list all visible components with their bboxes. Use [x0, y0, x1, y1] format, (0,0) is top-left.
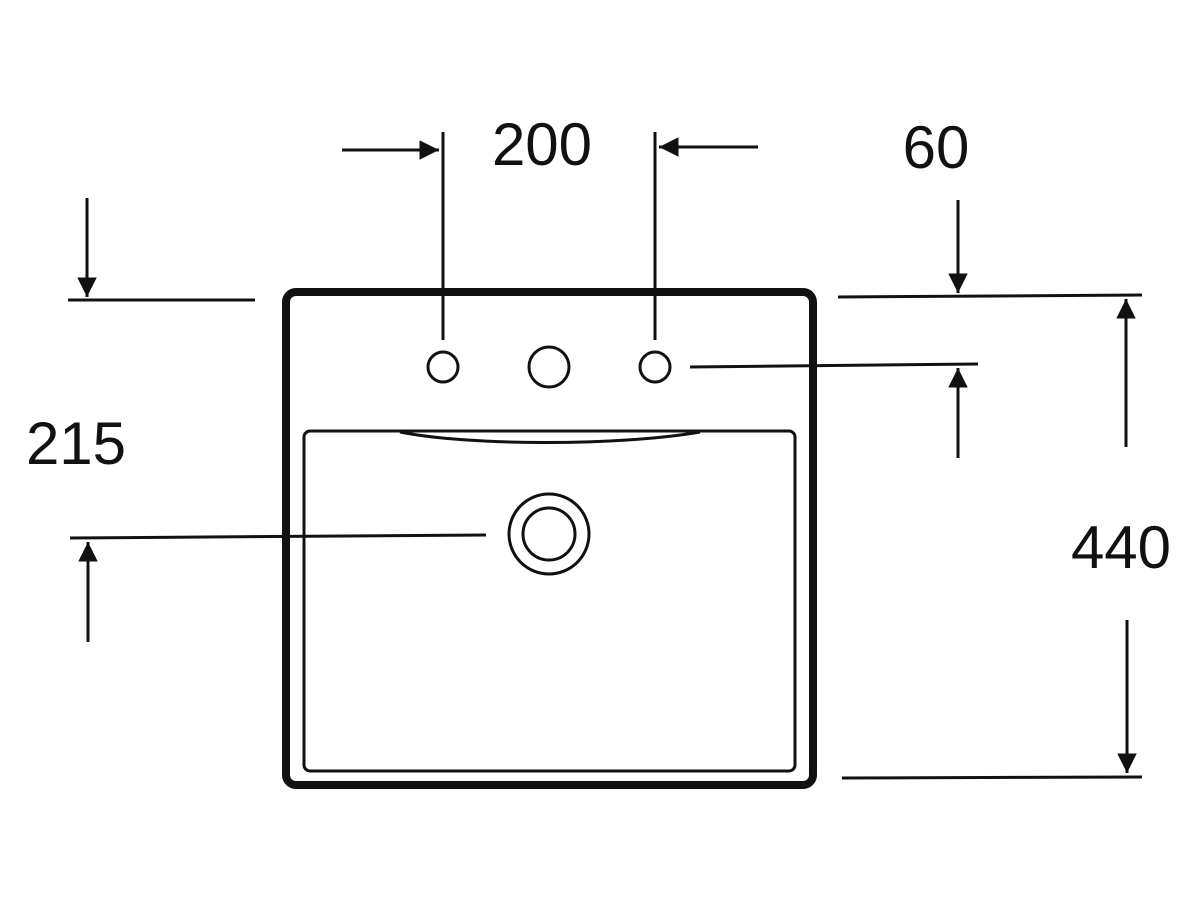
- ext-line-rim-bottom: [841, 775, 1143, 780]
- tap-hole-right: [638, 350, 672, 384]
- ext-line-tap-centre: [689, 362, 979, 369]
- basin-bowl: [302, 429, 797, 773]
- basin-outer-rim: [282, 288, 817, 789]
- ext-line-rim-top-right: [837, 293, 1143, 299]
- overflow-slot: [399, 430, 701, 444]
- tap-hole-left: [426, 350, 460, 384]
- dimension-label-440: 440: [1071, 514, 1171, 581]
- dimension-label-200: 200: [492, 111, 592, 178]
- tap-hole-center: [527, 345, 571, 389]
- dimension-label-215: 215: [26, 410, 126, 477]
- waste-outlet-inner: [521, 506, 577, 562]
- ext-line-waste-centre: [69, 533, 487, 540]
- waste-outlet-outer: [507, 492, 591, 576]
- dimension-label-60: 60: [903, 114, 970, 181]
